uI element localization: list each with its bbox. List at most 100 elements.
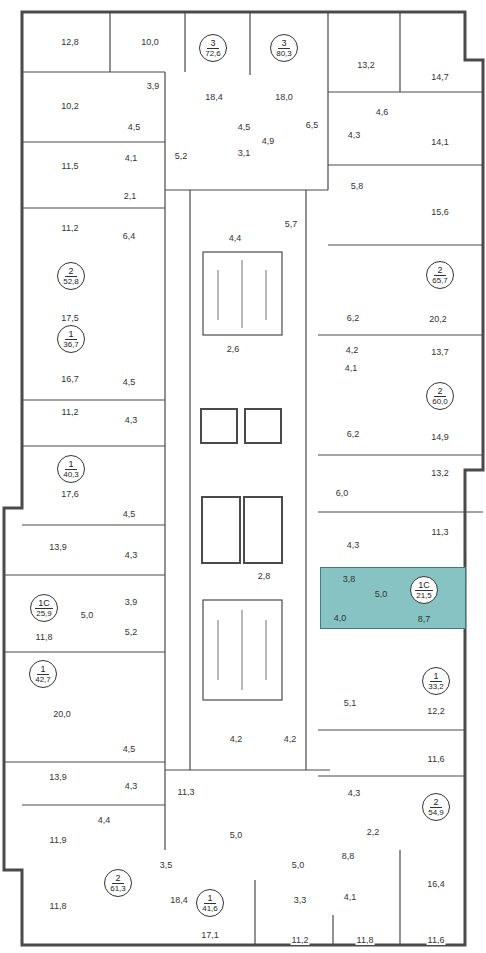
- apartment-area: 65,7: [432, 276, 448, 285]
- apartment-badge: 141,6: [196, 889, 224, 917]
- room-count: 1С: [35, 599, 53, 609]
- room-area: 11,2: [61, 223, 80, 233]
- room-count: 2: [434, 387, 445, 397]
- room-area: 5,8: [350, 181, 365, 191]
- room-area: 13,9: [48, 542, 68, 552]
- room-area: 4,1: [343, 892, 358, 902]
- corridor-walls: [110, 12, 400, 850]
- apartment-badge: 380,3: [270, 34, 298, 62]
- room-area: 13,2: [356, 60, 376, 70]
- room-area: 4,0: [333, 613, 348, 623]
- apartment-badge: 252,8: [57, 262, 85, 290]
- room-count: 2: [434, 266, 445, 276]
- room-area: 4,9: [261, 136, 276, 146]
- room-area: 4,3: [347, 130, 362, 140]
- stair-steps: [218, 260, 266, 328]
- apartment-area: 80,3: [276, 49, 292, 58]
- apartment-area: 33,2: [428, 682, 444, 691]
- room-area: 13,9: [48, 772, 68, 782]
- room-area: 5,1: [343, 698, 358, 708]
- apartment-badge: 372,6: [199, 34, 227, 62]
- room-area: 4,4: [97, 815, 112, 825]
- room-area: 4,2: [229, 734, 244, 744]
- room-area: 12,2: [426, 706, 446, 716]
- room-area: 10,0: [140, 37, 160, 47]
- highlighted-apartment: 3,85,04,08,71С21,5: [320, 567, 466, 629]
- room-area: 5,0: [229, 830, 244, 840]
- room-area: 4,5: [237, 122, 252, 132]
- room-area: 11,8: [356, 935, 375, 945]
- room-area: 8,8: [341, 851, 356, 861]
- lift: [202, 497, 240, 563]
- stair: [203, 252, 282, 335]
- room-area: 4,5: [127, 122, 142, 132]
- room-area: 4,6: [375, 107, 390, 117]
- room-area: 6,5: [305, 120, 320, 130]
- room-area: 18,4: [169, 895, 189, 905]
- room-area: 11,6: [427, 754, 446, 764]
- room-area: 6,0: [335, 488, 350, 498]
- room-area: 15,6: [430, 207, 450, 217]
- room-area: 5,0: [374, 589, 389, 599]
- room-area: 3,9: [146, 81, 161, 91]
- apartment-badge: 133,2: [422, 667, 450, 695]
- room-area: 5,0: [80, 610, 95, 620]
- lift: [201, 409, 237, 443]
- apartment-area: 41,6: [202, 904, 218, 913]
- room-area: 4,5: [122, 744, 137, 754]
- room-area: 11,8: [35, 632, 54, 642]
- room-area: 16,4: [426, 879, 446, 889]
- room-area: 4,1: [124, 153, 139, 163]
- room-count: 1: [204, 894, 215, 904]
- room-count: 1: [37, 665, 48, 675]
- apartment-badge: 254,9: [422, 793, 450, 821]
- apartment-area: 52,8: [63, 277, 79, 286]
- room-area: 17,5: [60, 313, 80, 323]
- bottom-partitions: [255, 850, 400, 945]
- room-area: 11,5: [61, 161, 80, 171]
- room-area: 4,3: [346, 540, 361, 550]
- room-area: 4,2: [345, 345, 360, 355]
- room-area: 6,2: [346, 429, 361, 439]
- apartment-area: 61,3: [110, 884, 126, 893]
- room-area: 11,3: [177, 787, 196, 797]
- room-area: 4,5: [122, 509, 137, 519]
- apartment-area: 72,6: [205, 49, 221, 58]
- room-area: 13,2: [430, 468, 450, 478]
- room-area: 5,7: [284, 219, 299, 229]
- stair: [203, 600, 282, 700]
- apartment-badge: 142,7: [29, 660, 57, 688]
- room-area: 4,3: [124, 550, 139, 560]
- apartment-area: 42,7: [35, 675, 51, 684]
- room-area: 10,2: [60, 101, 80, 111]
- room-area: 14,7: [430, 72, 450, 82]
- room-area: 3,8: [342, 574, 357, 584]
- room-area: 2,2: [366, 827, 381, 837]
- room-area: 17,6: [60, 489, 80, 499]
- room-area: 3,1: [237, 148, 252, 158]
- room-area: 18,0: [274, 92, 294, 102]
- room-area: 3,9: [124, 597, 139, 607]
- room-area: 4,3: [347, 788, 362, 798]
- outer-wall: [4, 12, 483, 945]
- room-area: 5,0: [291, 860, 306, 870]
- room-count: 1: [65, 330, 76, 340]
- room-area: 11,8: [49, 901, 68, 911]
- left-partitions: [4, 72, 165, 805]
- room-area: 6,4: [122, 231, 137, 241]
- room-area: 4,4: [228, 233, 243, 243]
- room-area: 16,7: [60, 374, 80, 384]
- room-count: 2: [112, 874, 123, 884]
- apartment-badge: 1С21,5: [410, 576, 438, 604]
- room-area: 20,0: [52, 709, 72, 719]
- room-area: 18,4: [204, 92, 224, 102]
- room-area: 4,1: [344, 363, 359, 373]
- apartment-badge: 140,3: [57, 455, 85, 483]
- room-area: 14,1: [430, 137, 450, 147]
- room-area: 14,9: [430, 432, 450, 442]
- room-area: 5,2: [174, 151, 189, 161]
- room-count: 2: [65, 267, 76, 277]
- apartment-badge: 136,7: [57, 325, 85, 353]
- room-count: 1: [65, 460, 76, 470]
- room-area: 11,3: [431, 527, 450, 537]
